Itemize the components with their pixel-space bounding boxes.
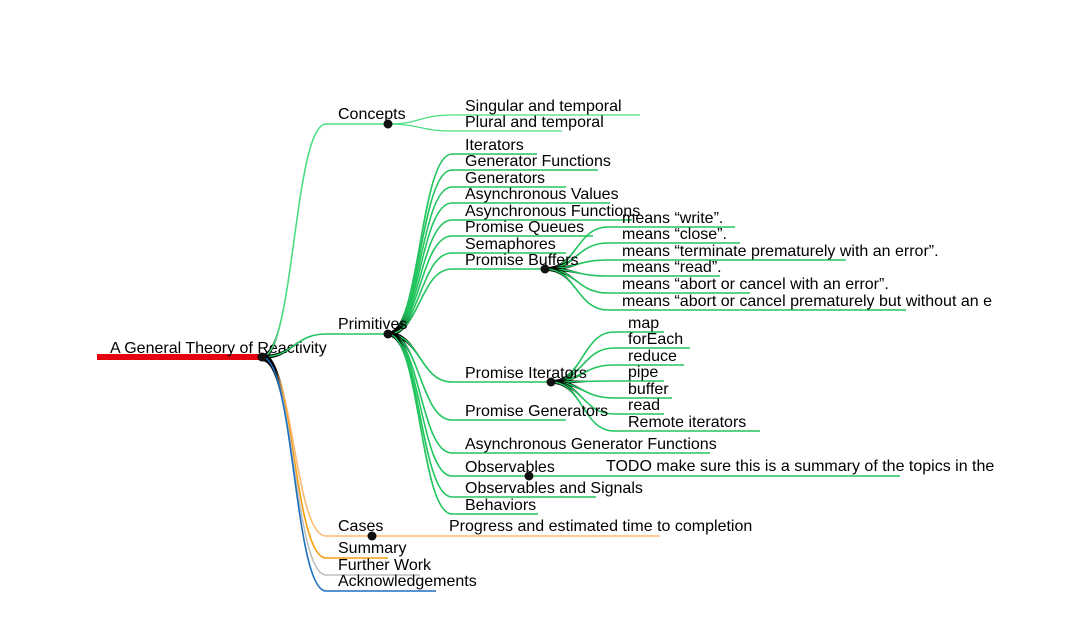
- promise-buffers-child-label[interactable]: means “read”.: [622, 259, 722, 276]
- branch-label-primitives[interactable]: Primitives: [338, 316, 407, 333]
- root-junction-dot[interactable]: [257, 352, 267, 362]
- promise-buffers-child-label[interactable]: means “abort or cancel prematurely but w…: [622, 293, 992, 310]
- observables-junction-dot[interactable]: [524, 471, 534, 481]
- primitives-child-label[interactable]: Asynchronous Functions: [465, 203, 640, 220]
- primitives-junction-dot[interactable]: [383, 329, 393, 339]
- concepts-child-line: [387, 123, 562, 132]
- primitives-child-label[interactable]: Promise Buffers: [465, 252, 579, 269]
- promise-buffers-child-label[interactable]: means “terminate prematurely with an err…: [622, 243, 939, 260]
- promise-buffers-junction-dot[interactable]: [540, 264, 550, 274]
- promise-buffers-child-label[interactable]: means “close”.: [622, 226, 727, 243]
- primitives-child-label[interactable]: Promise Iterators: [465, 365, 587, 382]
- primitives-child-label[interactable]: Generators: [465, 170, 545, 187]
- promise-iterators-child-label[interactable]: reduce: [628, 348, 677, 365]
- primitives-child-line: [387, 333, 538, 515]
- branch-primitives-ribbon: [262, 334, 326, 359]
- promise-iterators-child-label[interactable]: Remote iterators: [628, 414, 746, 431]
- primitives-child-label[interactable]: Generator Functions: [465, 153, 611, 170]
- promise-iterators-child-label[interactable]: forEach: [628, 331, 683, 348]
- primitives-child-label[interactable]: Semaphores: [465, 236, 556, 253]
- promise-iterators-child-label[interactable]: pipe: [628, 364, 658, 381]
- primitives-child-label[interactable]: Observables and Signals: [465, 480, 643, 497]
- root-node[interactable]: A General Theory of Reactivity: [97, 340, 327, 360]
- concepts-child-label[interactable]: Plural and temporal: [465, 114, 604, 131]
- first-level-branches: [261, 123, 436, 592]
- primitives-child-label[interactable]: Promise Generators: [465, 403, 608, 420]
- third-level-branches: [544, 226, 906, 432]
- cases-child-label[interactable]: Progress and estimated time to completio…: [449, 518, 752, 535]
- primitives-child-label[interactable]: Iterators: [465, 137, 524, 154]
- branch-label-concepts[interactable]: Concepts: [338, 106, 406, 123]
- promise-iterators-child-label[interactable]: read: [628, 397, 660, 414]
- branch-label-further-work[interactable]: Further Work: [338, 557, 432, 574]
- primitives-child-label[interactable]: Asynchronous Values: [465, 186, 619, 203]
- promise-iterators-child-label[interactable]: map: [628, 315, 659, 332]
- branch-label-summary[interactable]: Summary: [338, 540, 406, 557]
- promise-buffers-child-line: [544, 268, 906, 311]
- primitives-child-label[interactable]: Asynchronous Generator Functions: [465, 436, 717, 453]
- second-level-branches: [372, 114, 900, 537]
- branch-primitives-line: [261, 333, 388, 358]
- branch-label-cases[interactable]: Cases: [338, 518, 383, 535]
- cases-junction-dot[interactable]: [367, 531, 377, 541]
- root-label: A General Theory of Reactivity: [110, 340, 327, 357]
- concepts-junction-dot[interactable]: [383, 119, 393, 129]
- promise-iterators-junction-dot[interactable]: [546, 377, 556, 387]
- concepts-child-label[interactable]: Singular and temporal: [465, 98, 622, 115]
- promise-iterators-child-label[interactable]: buffer: [628, 381, 669, 398]
- primitives-child-label[interactable]: Promise Queues: [465, 219, 584, 236]
- primitives-child-line: [387, 268, 546, 335]
- promise-buffers-child-label[interactable]: means “write”.: [622, 210, 723, 227]
- branch-concepts-line: [261, 123, 388, 358]
- promise-iterators-child-line: [550, 381, 760, 432]
- branch-acknowledgements-line: [261, 356, 436, 592]
- branch-label-acknowledgements[interactable]: Acknowledgements: [338, 573, 477, 590]
- promise-buffers-child-label[interactable]: means “abort or cancel with an error”.: [622, 276, 889, 293]
- junction-dots: [257, 119, 556, 541]
- primitives-child-label[interactable]: Observables: [465, 459, 555, 476]
- observables-child-label[interactable]: TODO make sure this is a summary of the …: [606, 458, 994, 475]
- primitives-child-label[interactable]: Behaviors: [465, 497, 536, 514]
